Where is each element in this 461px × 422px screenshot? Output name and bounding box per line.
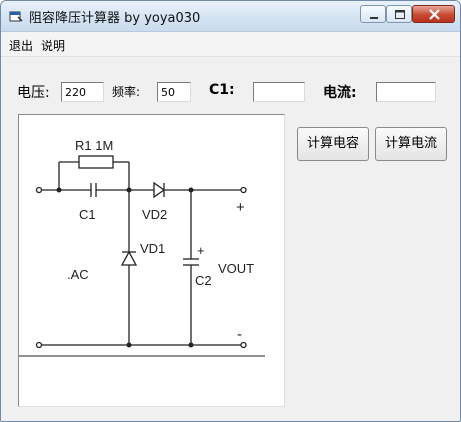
label-c2-plus: +: [197, 243, 205, 258]
label-vd2: VD2: [142, 207, 167, 222]
label-out-plus: +: [236, 199, 245, 216]
menu-help[interactable]: 说明: [41, 39, 66, 53]
label-c2: C2: [195, 273, 212, 288]
maximize-icon: [395, 10, 405, 19]
title-bar[interactable]: 阻容降压计算器 by yoya030: [1, 1, 460, 32]
label-vout: VOUT: [218, 261, 254, 276]
minimize-button[interactable]: [360, 5, 386, 23]
c1-input[interactable]: [253, 82, 305, 102]
menu-exit[interactable]: 退出: [9, 39, 34, 53]
current-input[interactable]: [376, 82, 436, 102]
close-button[interactable]: [412, 5, 455, 23]
close-icon: [429, 9, 440, 20]
frequency-label: 频率:: [112, 85, 141, 99]
app-icon: [9, 11, 23, 22]
label-r1: R1 1M: [75, 138, 113, 153]
voltage-input[interactable]: 220: [61, 82, 104, 102]
circuit-diagram: R1 1M C1 VD2 VD1 .AC + C2 VOUT + -: [18, 114, 285, 407]
calc-current-button[interactable]: 计算电流: [375, 127, 447, 161]
current-label: 电流:: [323, 85, 357, 101]
voltage-label: 电压:: [17, 85, 50, 101]
maximize-button[interactable]: [386, 5, 412, 23]
label-vd1: VD1: [140, 241, 165, 256]
label-out-minus: -: [237, 326, 242, 343]
calc-capacitance-button[interactable]: 计算电容: [297, 127, 369, 161]
circuit-schematic: R1 1M C1 VD2 VD1 .AC + C2 VOUT + -: [19, 138, 265, 357]
menu-bar: 退出 说明: [1, 32, 460, 57]
label-ac: .AC: [67, 267, 89, 282]
window-title: 阻容降压计算器 by yoya030: [29, 11, 201, 26]
label-c1: C1: [79, 207, 96, 222]
minimize-icon: [370, 17, 378, 19]
c1-label: C1:: [209, 82, 235, 98]
frequency-input[interactable]: 50: [157, 82, 191, 102]
